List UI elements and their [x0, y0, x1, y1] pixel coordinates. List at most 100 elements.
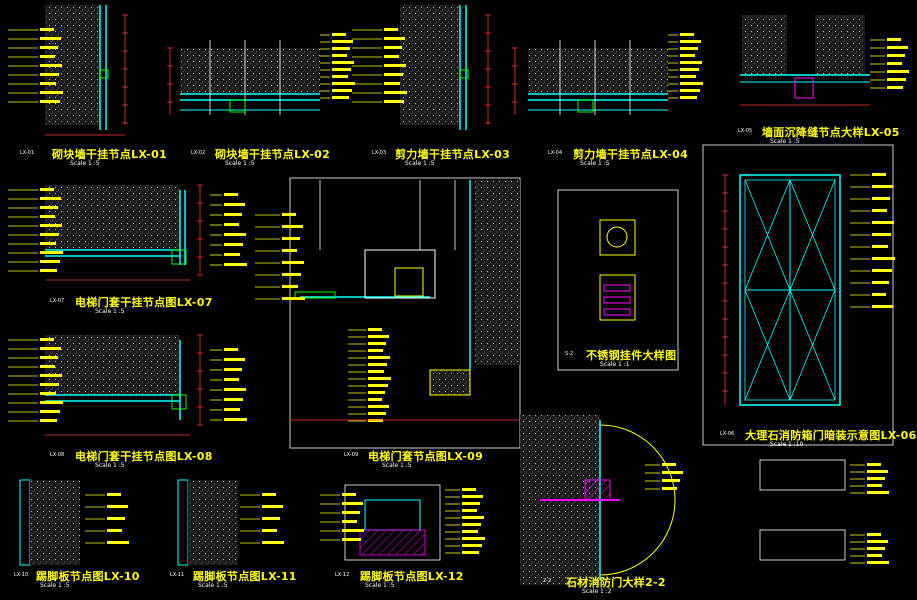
- annotation-text-block: [368, 398, 382, 401]
- detail-title-lx08: 电梯门套干挂节点图LX-08: [75, 450, 213, 463]
- detail-tag-lx02: LX-02: [191, 150, 206, 156]
- annotation-text-block: [384, 28, 398, 31]
- annotation-text-block: [368, 328, 382, 331]
- detail-tag-lx09: LX-09: [344, 452, 359, 458]
- annotation-text-block: [872, 257, 895, 260]
- wall-hatch: [400, 5, 460, 125]
- annotation-text-block: [867, 547, 885, 550]
- annotation-text-block: [368, 356, 390, 359]
- annotation-text-block: [462, 516, 484, 519]
- annotation-text-block: [224, 233, 246, 236]
- annotation-text-block: [224, 193, 238, 196]
- annotation-text-block: [342, 529, 364, 532]
- annotation-text-block: [368, 412, 386, 415]
- skirting-board: [19, 479, 31, 566]
- annotation-text-block: [384, 82, 400, 85]
- detail-title-lx05: 墙面沉降缝节点大样LX-05: [762, 126, 900, 139]
- detail-tag-lx04: LX-04: [548, 150, 563, 156]
- wall-hatch: [528, 48, 668, 94]
- detail-title-lx09: 电梯门套节点图LX-09: [368, 450, 484, 463]
- detail-title-lx06: 大理石消防箱门暗装示意图LX-06: [745, 429, 917, 442]
- annotation-text-block: [887, 86, 903, 89]
- wall-hatch: [30, 480, 80, 565]
- hanger-slot: [603, 308, 631, 316]
- annotation-text-block: [872, 305, 893, 308]
- door-outer-frame: [739, 174, 841, 406]
- anchor-bracket: [577, 99, 594, 113]
- annotation-text-block: [224, 368, 242, 371]
- annotation-text-block: [368, 377, 391, 380]
- door-diagonal: [789, 289, 836, 401]
- annotation-text-block: [262, 493, 276, 496]
- annotation-text-block: [872, 293, 886, 296]
- annotation-text-block: [332, 96, 349, 99]
- annotation-text-block: [462, 495, 483, 498]
- annotation-text-block: [462, 544, 482, 547]
- door-section-bottom: [759, 529, 846, 561]
- annotation-text-block: [332, 89, 352, 92]
- annotation-text-block: [282, 285, 298, 288]
- annotation-text-block: [40, 374, 62, 377]
- annotation-text-block: [384, 55, 399, 58]
- annotation-text-block: [887, 46, 908, 49]
- annotation-text-block: [462, 530, 478, 533]
- annotation-text-block: [332, 54, 347, 57]
- annotation-text-block: [332, 40, 353, 43]
- annotation-text-block: [332, 68, 351, 71]
- annotation-text-block: [887, 70, 909, 73]
- annotation-text-block: [368, 342, 386, 345]
- annotation-text-block: [40, 251, 63, 254]
- wall-hatch: [45, 185, 180, 250]
- annotation-text-block: [282, 225, 303, 228]
- annotation-text-block: [662, 487, 677, 490]
- annotation-text-block: [680, 47, 698, 50]
- detail-scale-lx08: Scale 1 :5: [95, 462, 125, 469]
- annotation-text-block: [462, 509, 477, 512]
- annotation-text-block: [40, 242, 56, 245]
- annotation-text-block: [40, 356, 58, 359]
- annotation-text-block: [40, 82, 56, 85]
- annotation-text-block: [40, 392, 56, 395]
- hanger-bolt: [606, 226, 628, 248]
- detail-title-lx04: 剪力墙干挂节点LX-04: [573, 148, 689, 161]
- annotation-text-block: [40, 206, 58, 209]
- door-frame-profile: [394, 267, 424, 297]
- annotation-text-block: [40, 365, 55, 368]
- annotation-text-block: [680, 68, 699, 71]
- wall-hatch: [188, 480, 238, 565]
- detail-title-lx01: 砌块墙干挂节点LX-01: [52, 148, 168, 161]
- annotation-text-block: [867, 561, 889, 564]
- annotation-text-block: [40, 383, 59, 386]
- annotation-text-block: [40, 73, 59, 76]
- annotation-text-block: [368, 384, 388, 387]
- hanger-plate: [599, 274, 636, 321]
- detail-scale-lx03: Scale 1 :5: [405, 160, 435, 167]
- anchor-bracket: [99, 69, 109, 79]
- annotation-text-block: [462, 537, 485, 540]
- hanger-plate: [599, 219, 636, 256]
- annotation-text-block: [384, 73, 403, 76]
- annotation-text-block: [224, 408, 240, 411]
- wall-hatch: [475, 180, 520, 365]
- annotation-text-block: [262, 505, 283, 508]
- detail-tag-2-2: 2-2: [543, 578, 552, 584]
- detail-tag-lx03: LX-03: [372, 150, 387, 156]
- annotation-text-block: [332, 47, 350, 50]
- annotation-text-block: [40, 233, 59, 236]
- annotation-text-block: [224, 358, 245, 361]
- detail-title-lx12: 踢脚板节点图LX-12: [360, 570, 464, 583]
- annotation-text-block: [368, 370, 384, 373]
- annotation-text-block: [680, 96, 697, 99]
- annotation-text-block: [332, 61, 354, 64]
- detail-scale-lx05: Scale 1 :5: [770, 138, 800, 145]
- annotation-text-block: [384, 91, 407, 94]
- annotation-text-block: [282, 249, 297, 252]
- annotation-text-block: [462, 502, 480, 505]
- door-head-section: [364, 249, 436, 299]
- detail-scale-lx10: Scale 1 :5: [40, 582, 70, 589]
- detail-title-2-2: 石材消防门大样2-2: [566, 576, 666, 589]
- annotation-text-block: [867, 533, 881, 536]
- annotation-text-block: [662, 471, 683, 474]
- wall-hatch: [45, 335, 180, 395]
